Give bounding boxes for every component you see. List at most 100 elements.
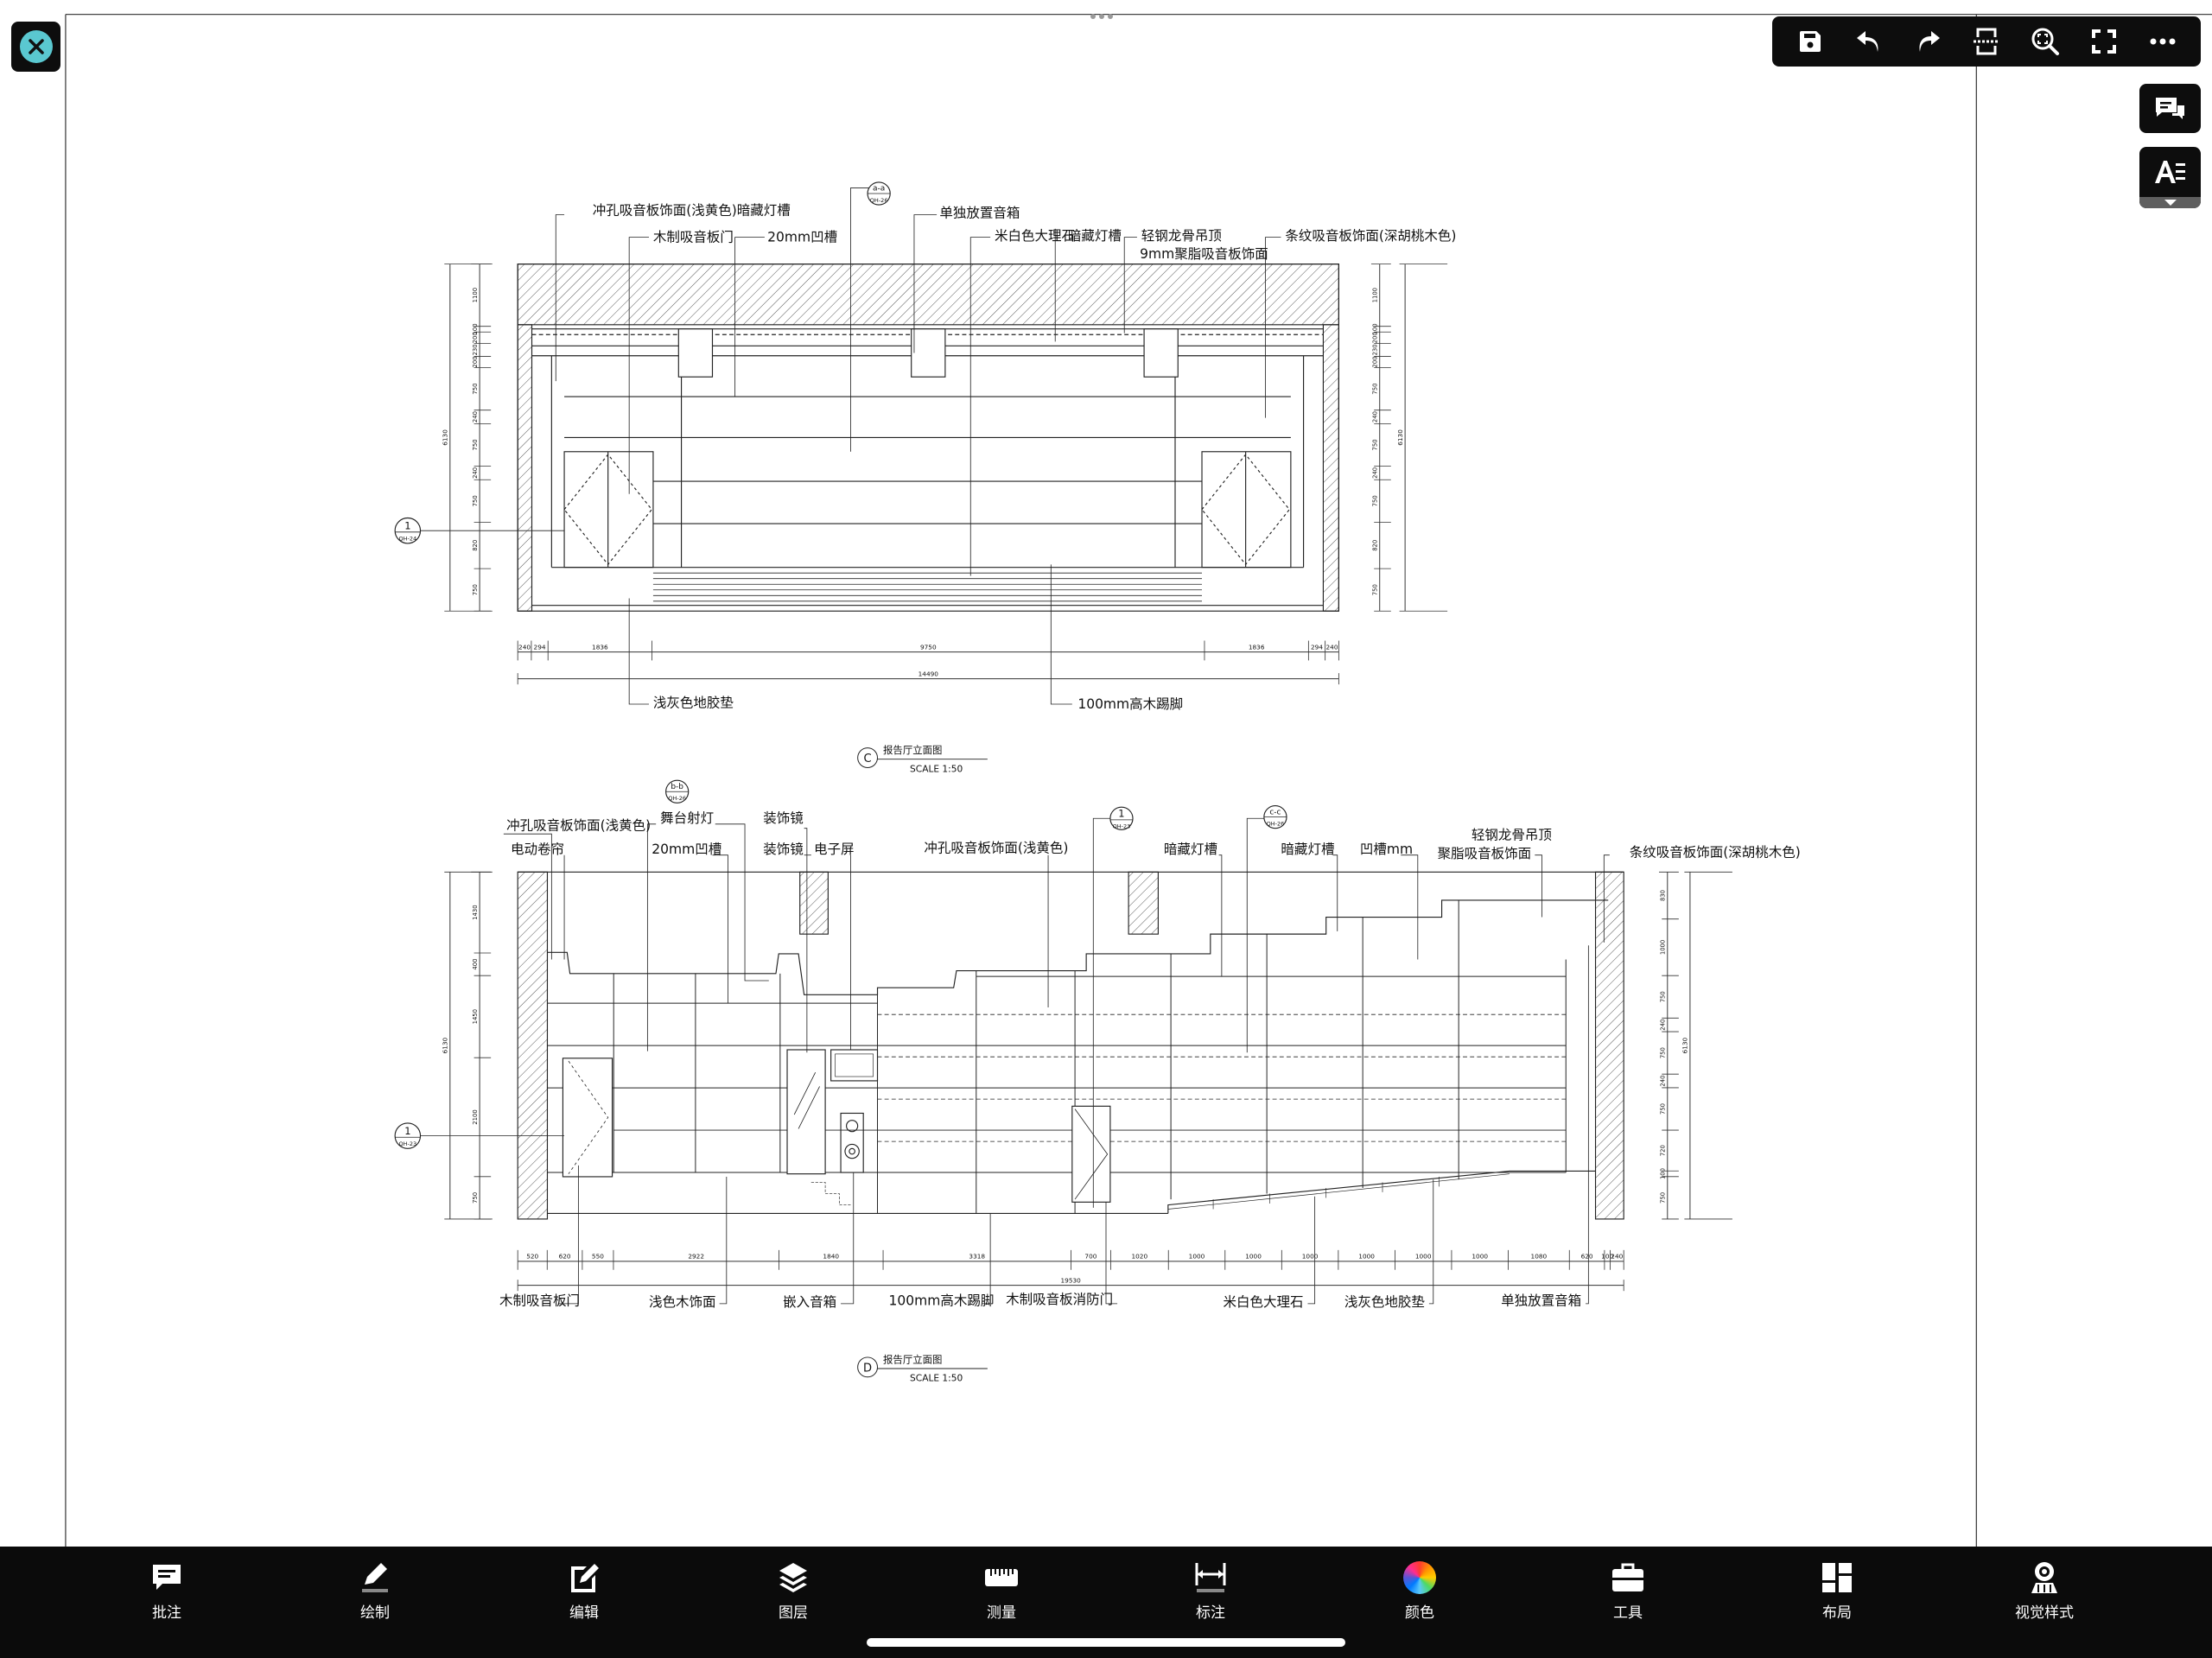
more-icon	[2150, 38, 2176, 45]
tool-visual-style[interactable]: 视觉样式	[1993, 1559, 2096, 1622]
tool-draw[interactable]: 绘制	[323, 1559, 427, 1622]
zoom-fit-icon	[2031, 28, 2059, 55]
callout-label: 暗藏灯槽	[1164, 842, 1217, 857]
dimension-value: 750	[472, 584, 479, 595]
drawing-title: 报告厅立面图	[883, 744, 942, 756]
dimension-value: 240	[472, 467, 479, 479]
elevation-c-title: C 报告厅立面图 SCALE 1:50	[857, 744, 988, 774]
callout-label: 100mm高木踢脚	[1077, 696, 1183, 712]
tool-label: 工具	[1613, 1604, 1643, 1622]
dimension-value: 750	[1371, 439, 1378, 450]
dimension-value: 230	[1371, 344, 1378, 355]
tool-layers[interactable]: 图层	[741, 1559, 845, 1622]
tool-layout[interactable]: 布局	[1785, 1559, 1889, 1622]
tool-toolbox[interactable]: 工具	[1576, 1559, 1680, 1622]
dimension-value: 750	[472, 1192, 479, 1204]
layout-icon	[1818, 1559, 1856, 1597]
tool-dimension[interactable]: 标注	[1159, 1559, 1262, 1622]
drag-handle[interactable]	[1090, 14, 1113, 19]
annotate-icon	[148, 1559, 186, 1597]
dimension-value: 294	[534, 643, 546, 651]
draw-icon	[356, 1559, 394, 1597]
left-wall-hatch	[517, 871, 549, 1220]
dimension-value: 100	[1660, 1168, 1667, 1179]
dimension-value: 620	[1581, 1253, 1593, 1261]
more-button[interactable]	[2142, 21, 2183, 62]
dimension-value: 2100	[472, 1109, 479, 1124]
dimension-value: 520	[526, 1253, 538, 1261]
dimension-value: 750	[1371, 495, 1378, 506]
tool-measure[interactable]: 测量	[950, 1559, 1053, 1622]
dimension-value: 230	[472, 344, 479, 355]
callout-label: 木制吸音板消防门	[1006, 1292, 1113, 1307]
callout-label: 米白色大理石	[995, 228, 1075, 244]
undo-icon	[1857, 31, 1878, 52]
dimension-value: 1450	[472, 1009, 479, 1024]
section-marker[interactable]: c-c QH-26	[1263, 804, 1287, 829]
callout-label: 20mm凹槽	[652, 842, 721, 857]
dimension-value: 200	[1371, 356, 1378, 367]
detail-marker[interactable]: 1 QH-23	[1109, 806, 1134, 830]
comments-button[interactable]	[2139, 84, 2201, 133]
marker-top: c-c	[1269, 808, 1281, 816]
acoustic-door-left	[563, 451, 654, 569]
dimension-value: 294	[1311, 643, 1323, 651]
tool-edit[interactable]: 编辑	[532, 1559, 636, 1622]
redo-button[interactable]	[1907, 21, 1948, 62]
dimension-value: 240	[1371, 467, 1378, 479]
tool-label: 颜色	[1405, 1604, 1434, 1622]
dimension-value: 1836	[592, 643, 608, 651]
column-hatch	[1128, 871, 1159, 935]
dimension-value: 820	[1371, 540, 1378, 551]
top-toolbar	[1772, 16, 2201, 67]
home-indicator[interactable]	[867, 1638, 1345, 1647]
tool-label: 测量	[987, 1604, 1016, 1622]
dimension-value: 1000	[1189, 1253, 1205, 1261]
section-cut-button[interactable]	[1966, 21, 2007, 62]
callout-label: 100mm高木踢脚	[889, 1293, 995, 1309]
callout-label: 9mm聚脂吸音板饰面	[1140, 246, 1268, 262]
electronic-screen	[830, 1049, 879, 1082]
view-letter: D	[863, 1362, 872, 1375]
tool-color[interactable]: 颜色	[1368, 1559, 1471, 1622]
detail-marker[interactable]: 1 QH-24	[394, 517, 565, 544]
dimension-value: 1000	[1358, 1253, 1375, 1261]
text-style-icon	[2154, 161, 2185, 183]
fullscreen-button[interactable]	[2083, 21, 2125, 62]
chevron-down-icon	[2164, 200, 2177, 206]
close-button[interactable]	[11, 22, 60, 72]
decorative-mirror	[786, 1049, 826, 1175]
callout-label: 浅灰色地胶垫	[653, 695, 734, 710]
save-button[interactable]	[1789, 21, 1831, 62]
detail-marker[interactable]: 1 QH-23	[394, 1122, 565, 1149]
dimension-total: 6130	[1396, 429, 1404, 446]
tool-label: 编辑	[569, 1604, 599, 1622]
dimension-value: 240	[472, 411, 479, 422]
close-icon	[19, 30, 53, 63]
dimension-value: 1020	[1131, 1253, 1147, 1261]
section-marker[interactable]: a-a QH-26	[867, 181, 891, 206]
right-wall-hatch	[1322, 324, 1339, 612]
measure-icon	[982, 1559, 1020, 1597]
marker-bottom: QH-26	[1267, 820, 1285, 827]
undo-button[interactable]	[1848, 21, 1890, 62]
dimension-value: 100	[472, 323, 479, 334]
tool-annotate[interactable]: 批注	[115, 1559, 219, 1622]
speaker-box	[1143, 328, 1179, 378]
dimension-value: 240	[518, 643, 531, 651]
text-style-button[interactable]	[2139, 147, 2201, 208]
callout-label: 暗藏灯槽	[1068, 228, 1122, 244]
marker-bottom: QH-26	[668, 795, 686, 802]
acoustic-door-right	[1201, 451, 1292, 569]
callout-label: 单独放置音箱	[939, 206, 1020, 221]
tool-label: 视觉样式	[2015, 1604, 2074, 1622]
callout-label: 冲孔吸音板饰面(浅黄色)	[506, 817, 651, 833]
dimension-value: 750	[1660, 1192, 1667, 1204]
section-marker[interactable]: b-b QH-26	[665, 779, 690, 804]
dimension-value: 1430	[472, 905, 479, 919]
expand-toggle[interactable]	[2139, 197, 2201, 208]
marker-top: b-b	[671, 783, 683, 791]
dimension-value: 1000	[1415, 1253, 1432, 1261]
zoom-fit-button[interactable]	[2024, 21, 2066, 62]
